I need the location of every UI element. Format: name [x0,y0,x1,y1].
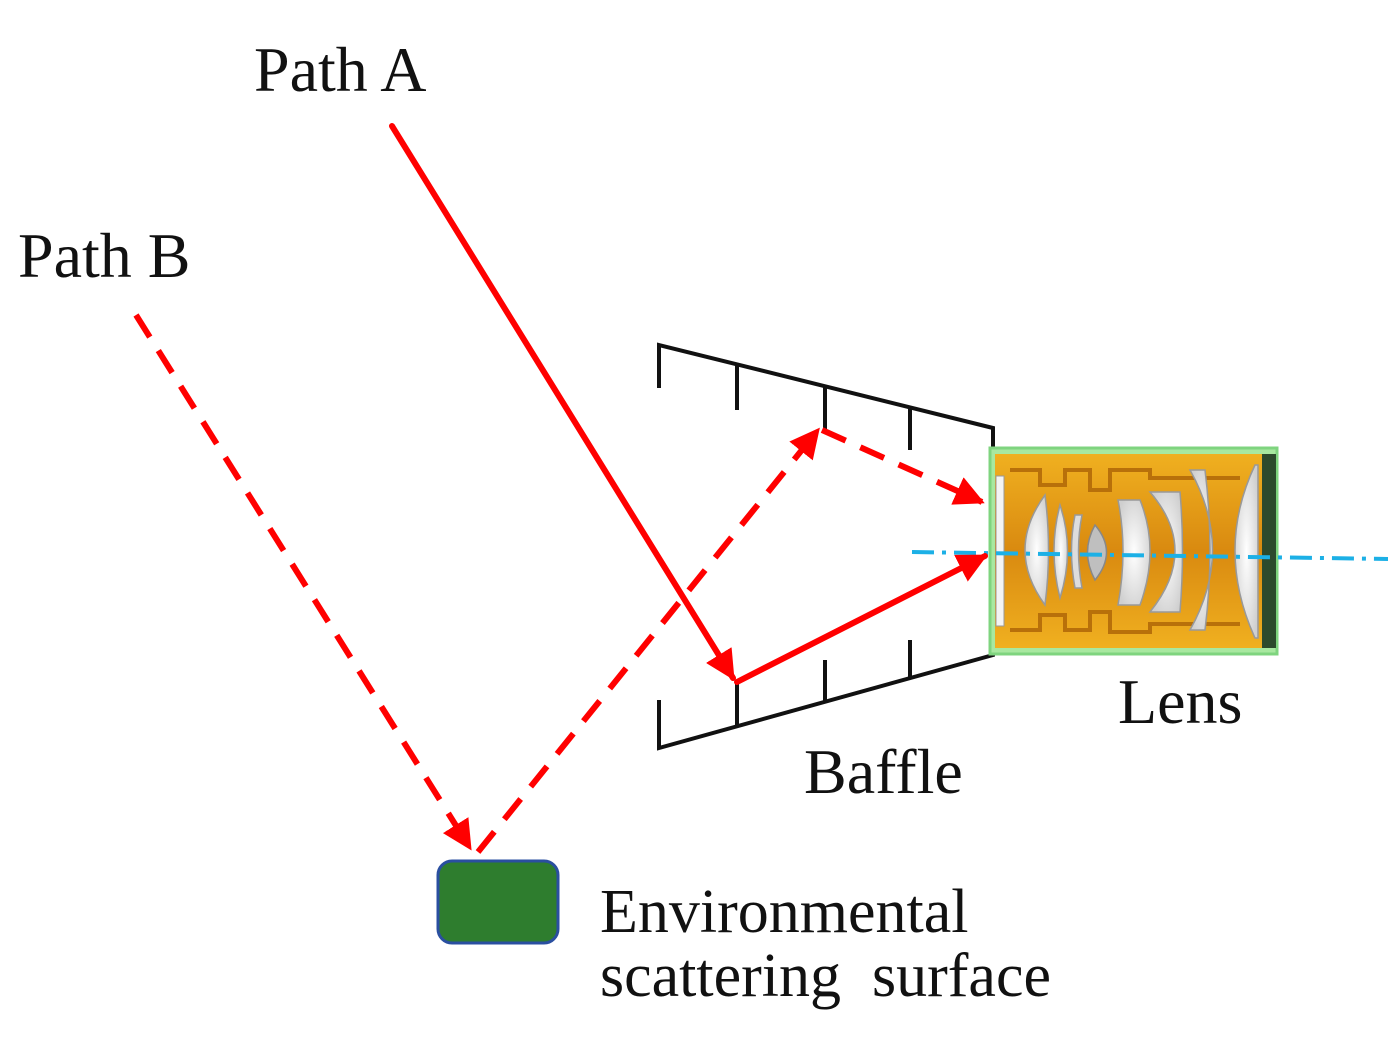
lens-element-3 [1070,514,1083,589]
lens-label: Lens [1118,666,1243,737]
path-a-incident [389,123,736,681]
path-b-baffle-reflected [820,427,985,505]
lens-element-6 [1148,491,1184,613]
path-b-incident [133,313,473,851]
scatter-surface-label-line1: Environmental [600,878,969,946]
lens-element-4 [1086,523,1108,582]
path-b-scattered [475,427,821,854]
path-a-label: Path A [254,34,427,105]
lens-element-5 [1117,499,1151,606]
lens-rear-cap [1262,454,1276,648]
path-b-label: Path B [18,220,191,291]
lens-window [995,475,1005,627]
optical-axis [911,550,1389,561]
lens-element-7 [1188,469,1214,631]
path-a-reflected [734,553,988,685]
path-b-ray [133,313,985,854]
baffle [657,342,995,751]
scatter-surface-label-line2: scattering surface [600,942,1051,1010]
path-a-ray [389,123,988,685]
baffle-label: Baffle [804,736,963,807]
lens-element-2 [1053,502,1069,601]
lens-element-1 [1024,493,1050,607]
lens-assembly [988,446,1279,656]
scatter-surface [436,859,560,945]
lens-element-8 [1234,464,1259,639]
scatter-surface-label: Environmental scattering surface [600,880,1051,1008]
lens-spacers [1010,468,1240,634]
